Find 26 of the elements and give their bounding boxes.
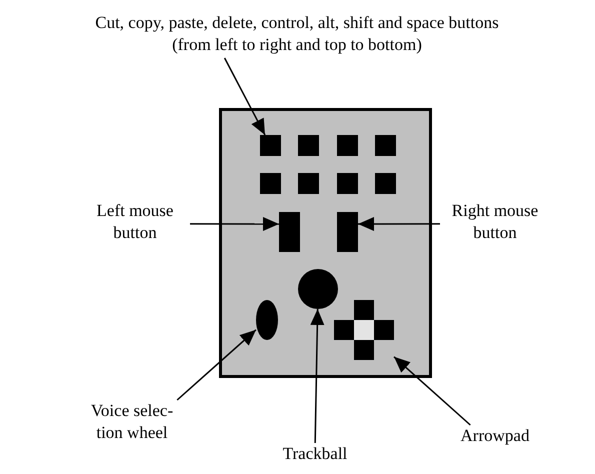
leader-arrow (394, 356, 471, 426)
callout-label: Cut, copy, paste, delete, control, alt, shift and space buttons (from left to right and top to bottom) (77, 12, 517, 58)
key-button (375, 135, 396, 156)
device-body (219, 108, 432, 378)
callout-label: Arrowpad (440, 425, 550, 449)
callout-label: Trackball (265, 443, 365, 467)
key-button (337, 135, 358, 156)
key-button (298, 135, 319, 156)
scroll-wheel (256, 300, 278, 340)
key-button (298, 173, 319, 194)
key-button (375, 173, 396, 194)
mouse-button (337, 212, 358, 252)
callout-label: Right mouse button (440, 200, 550, 246)
leader-arrow (224, 58, 266, 136)
trackball (298, 269, 338, 309)
leader-arrow (176, 329, 256, 401)
mouse-button (279, 212, 300, 252)
arrowpad (334, 300, 394, 360)
callout-label: Voice selec-tion wheel (82, 400, 182, 446)
callout-label: Left mouse button (80, 200, 190, 246)
leader-arrow (310, 308, 324, 444)
leader-arrow (190, 216, 279, 231)
key-button (337, 173, 358, 194)
key-button (260, 173, 281, 194)
key-button (260, 135, 281, 156)
leader-arrow (358, 216, 440, 231)
